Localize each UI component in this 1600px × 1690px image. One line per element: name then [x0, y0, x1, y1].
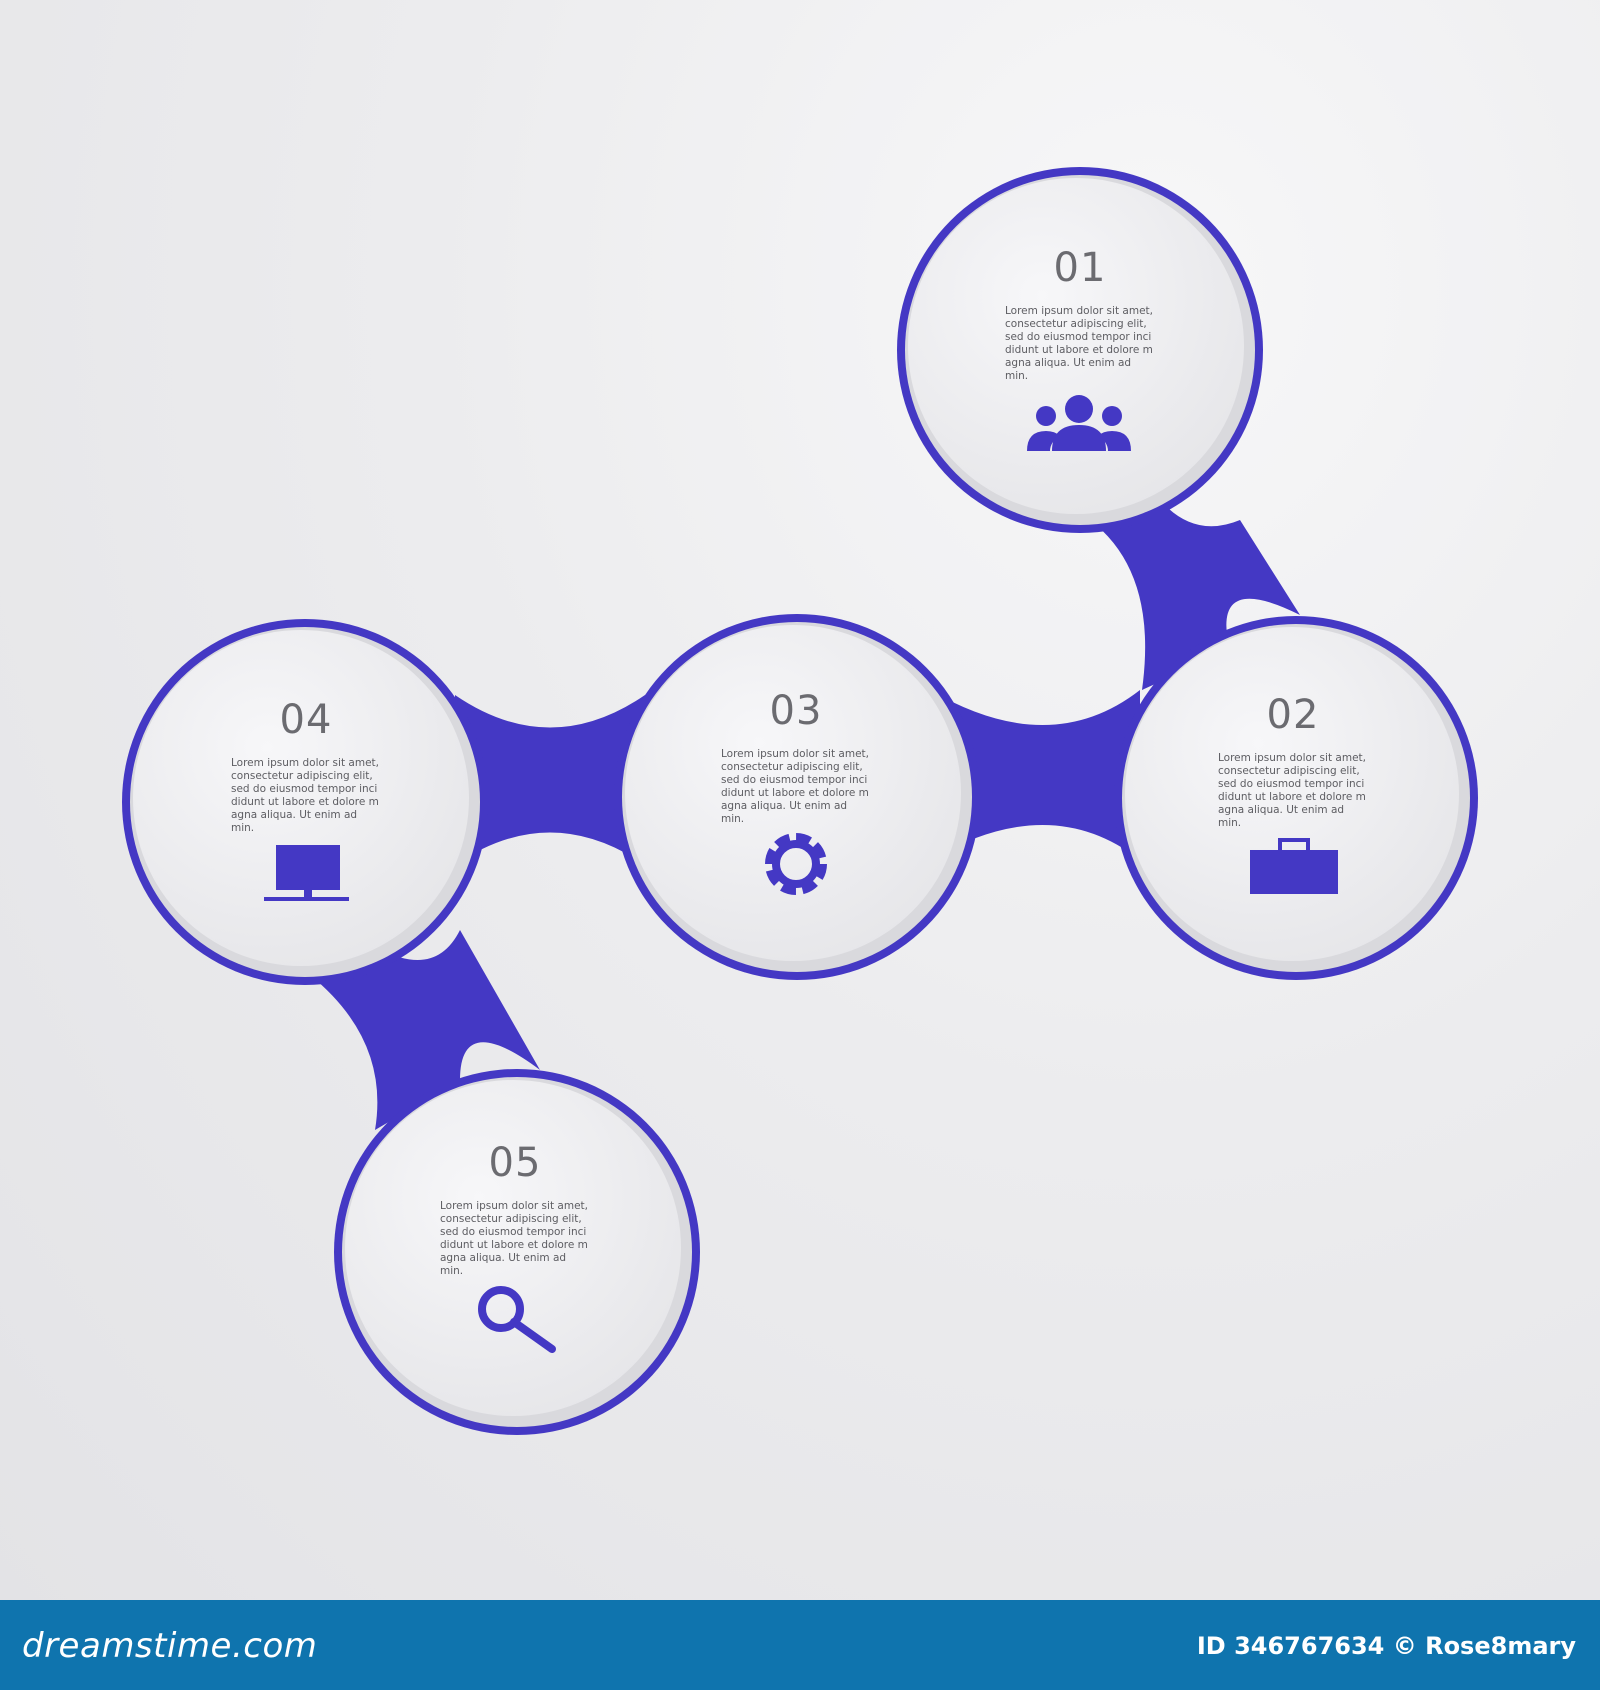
step-number: 02	[1266, 692, 1320, 738]
bridge-03-02	[930, 690, 1140, 860]
bridge-04-03	[455, 695, 645, 865]
step-02-circle	[1114, 616, 1478, 980]
step-number: 04	[279, 697, 333, 743]
bridge-04-05	[310, 930, 540, 1130]
step-05: 05 Lorem ipsum dolor sit amet, consectet…	[375, 1140, 655, 1278]
step-number: 03	[769, 688, 823, 734]
step-03-circle	[614, 614, 980, 980]
step-04-circle	[122, 619, 488, 985]
footer-credit: ID 346767634 © Rose8mary	[1196, 1632, 1576, 1660]
step-05-circle	[334, 1069, 700, 1435]
connector-diagram	[122, 167, 1478, 1435]
footer-bar: dreamstime.com ID 346767634 © Rose8mary	[0, 1600, 1600, 1690]
step-description: Lorem ipsum dolor sit amet, consectetur …	[721, 748, 869, 825]
step-03: 03 Lorem ipsum dolor sit amet, consectet…	[656, 688, 936, 826]
people-icon	[1027, 395, 1131, 451]
step-description: Lorem ipsum dolor sit amet, consectetur …	[1005, 305, 1153, 382]
step-01: 01 Lorem ipsum dolor sit amet, consectet…	[940, 245, 1220, 383]
infographic-canvas: 01 Lorem ipsum dolor sit amet, consectet…	[0, 0, 1600, 1600]
step-description: Lorem ipsum dolor sit amet, consectetur …	[440, 1200, 588, 1277]
magnifier-icon	[478, 1286, 556, 1353]
footer-logo[interactable]: dreamstime.com	[22, 1626, 318, 1666]
step-04: 04 Lorem ipsum dolor sit amet, consectet…	[166, 697, 446, 835]
step-01-circle	[897, 167, 1263, 533]
briefcase-icon	[1250, 838, 1338, 894]
step-description: Lorem ipsum dolor sit amet, consectetur …	[1218, 752, 1366, 829]
step-02: 02 Lorem ipsum dolor sit amet, consectet…	[1153, 692, 1433, 830]
step-number: 01	[1053, 245, 1107, 291]
monitor-icon	[264, 845, 349, 901]
step-description: Lorem ipsum dolor sit amet, consectetur …	[231, 757, 379, 834]
gear-icon	[765, 833, 827, 895]
step-number: 05	[488, 1140, 542, 1186]
